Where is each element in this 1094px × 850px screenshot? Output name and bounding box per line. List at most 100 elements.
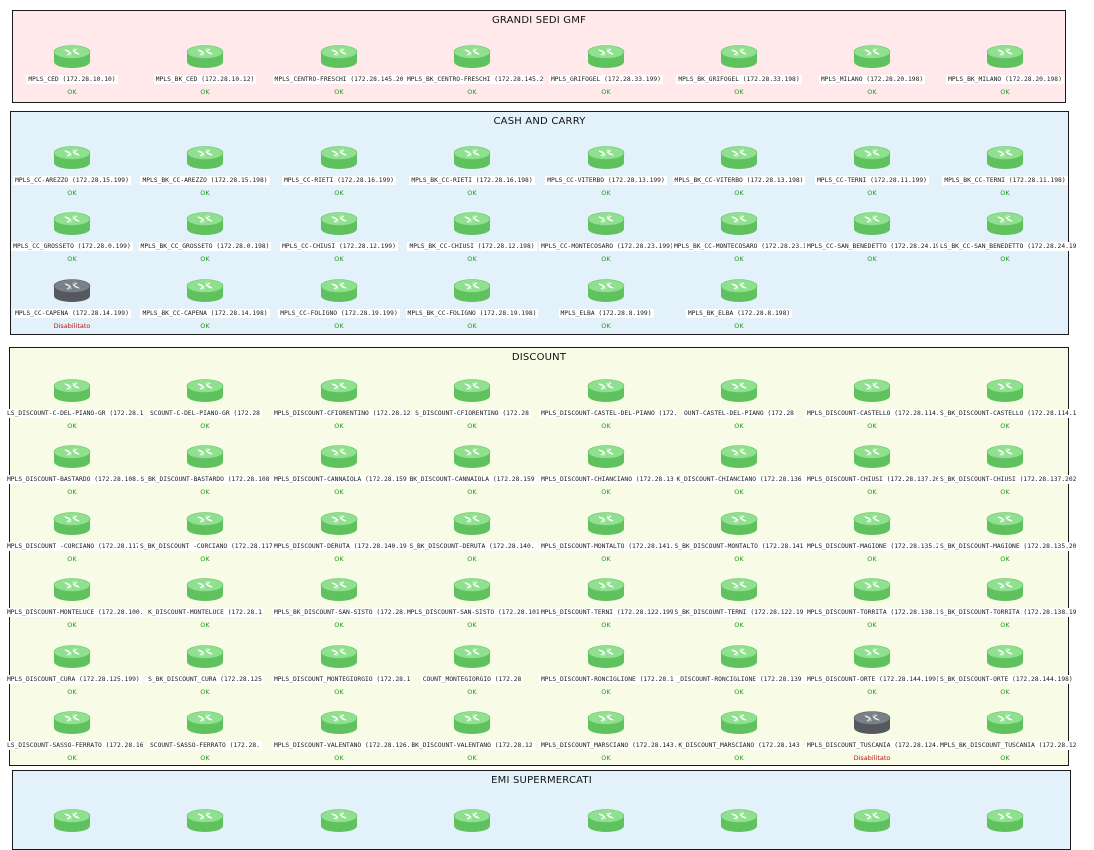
router-icon[interactable] [985, 210, 1025, 236]
router-icon[interactable] [586, 709, 626, 735]
router-node[interactable]: MPLS_BK_CC-FOLIGNO (172.28.19.198)OK [405, 277, 539, 330]
router-icon[interactable] [185, 709, 225, 735]
router-node[interactable]: MPLS_BK_CC_GROSSETO (172.28.0.198)OK [138, 210, 272, 263]
router-node[interactable]: MPLS_MILANO (172.28.20.198)OK [805, 43, 939, 96]
router-icon[interactable] [719, 807, 759, 833]
router-node[interactable]: MPLS_DISCOUNT-MONTALTO (172.28.141.199)O… [539, 510, 677, 563]
router-node[interactable]: MPLS_BK_CC-CHIUSI (172.28.12.198)OK [405, 210, 539, 263]
router-node[interactable]: MPLS_CC_GROSSETO (172.28.0.199)OK [5, 210, 139, 263]
router-icon[interactable] [319, 443, 359, 469]
router-icon[interactable] [719, 43, 759, 69]
router-node[interactable]: MPLS_DISCOUNT-TERNI (172.28.122.199)OK [539, 576, 677, 629]
router-icon[interactable] [452, 443, 492, 469]
router-node[interactable]: MPLS_DISCOUNT_MARSCIANO (172.28.143.199)… [539, 709, 677, 762]
router-node[interactable]: MPLS_DISCOUNT_MONTEGIORGIO (172.28.106.1… [272, 643, 410, 696]
router-node[interactable]: S_BK_DISCOUNT-CASTELLO (172.28.114.198)O… [938, 377, 1076, 430]
router-node[interactable]: MPLS_DISCOUNT-ORTE (172.28.144.199)OK [805, 643, 942, 696]
router-node[interactable]: MPLS_BK_CENTRO-FRESCHI (172.28.145.202)O… [405, 43, 543, 96]
router-node[interactable] [5, 807, 139, 833]
router-node[interactable]: MPLS_BK_CC-VITERBO (172.28.13.198)OK [672, 144, 806, 197]
router-icon[interactable] [185, 377, 225, 403]
router-icon[interactable] [719, 709, 759, 735]
router-icon[interactable] [452, 377, 492, 403]
router-icon[interactable] [319, 510, 359, 536]
router-icon[interactable] [52, 510, 92, 536]
router-icon[interactable] [586, 576, 626, 602]
router-icon[interactable] [985, 144, 1025, 170]
router-icon[interactable] [452, 576, 492, 602]
router-node[interactable]: S_BK_DISCOUNT-CHIUSI (172.28.137.202)OK [938, 443, 1076, 496]
router-icon[interactable] [586, 210, 626, 236]
router-icon[interactable] [452, 144, 492, 170]
router-node[interactable]: S_BK_DISCOUNT -CORCIANO (172.28.117.OK [138, 510, 276, 563]
router-node[interactable]: MPLS_BK_CC-CAPENA (172.28.14.198)OK [138, 277, 272, 330]
router-icon[interactable] [852, 144, 892, 170]
router-icon[interactable] [52, 210, 92, 236]
router-node[interactable]: MPLS_BK_CED (172.28.10.12)OK [138, 43, 272, 96]
router-icon[interactable] [452, 510, 492, 536]
router-node[interactable]: S_BK_DISCOUNT-ORTE (172.28.144.198)OK [938, 643, 1075, 696]
router-node[interactable]: MPLS_CC-CAPENA (172.28.14.199)Disabilita… [5, 277, 139, 330]
router-node[interactable]: MPLS_DISCOUNT-BASTARDO (172.28.108.199)O… [5, 443, 143, 496]
router-node[interactable]: MPLS_ELBA (172.28.8.199)OK [539, 277, 673, 330]
router-icon[interactable] [185, 576, 225, 602]
router-icon[interactable] [852, 709, 892, 735]
router-icon[interactable] [719, 377, 759, 403]
router-icon[interactable] [852, 807, 892, 833]
router-icon[interactable] [452, 277, 492, 303]
router-icon[interactable] [319, 576, 359, 602]
router-icon[interactable] [852, 210, 892, 236]
router-node[interactable] [938, 807, 1072, 833]
router-icon[interactable] [852, 43, 892, 69]
router-node[interactable]: MPLS_CC-FOLIGNO (172.28.19.199)OK [272, 277, 406, 330]
router-icon[interactable] [586, 643, 626, 669]
router-node[interactable]: SCOUNT-SASSO-FERRATO (172.28.OK [138, 709, 272, 762]
router-icon[interactable] [852, 443, 892, 469]
router-node[interactable]: S_BK_DISCOUNT-DERUTA (172.28.140.OK [405, 510, 539, 563]
router-node[interactable]: MPLS_DISCOUNT_TUSCANIA (172.28.124.Disab… [805, 709, 942, 762]
router-icon[interactable] [185, 807, 225, 833]
router-icon[interactable] [852, 510, 892, 536]
router-icon[interactable] [185, 144, 225, 170]
router-icon[interactable] [985, 643, 1025, 669]
router-node[interactable]: MPLS_DISCOUNT-RONCIGLIONE (172.28.139.19… [539, 643, 677, 696]
router-icon[interactable] [319, 643, 359, 669]
router-node[interactable]: MPLS_DISCOUNT-MAGIONE (172.28.135.200)OK [805, 510, 943, 563]
router-node[interactable]: MPLS_DISCOUNT-SAN-SISTO (172.28.101.199)… [405, 576, 543, 629]
router-node[interactable]: MPLS_DISCOUNT -CORCIANO (172.28.117.199)… [5, 510, 143, 563]
router-icon[interactable] [586, 807, 626, 833]
router-icon[interactable] [719, 277, 759, 303]
router-icon[interactable] [586, 144, 626, 170]
router-node[interactable]: MPLS_GRIFOGEL (172.28.33.199)OK [539, 43, 673, 96]
router-node[interactable]: MPLS_DISCOUNT-CASTEL-DEL-PIANO (172.28.1… [539, 377, 677, 430]
router-node[interactable]: MPLS_BK_GRIFOGEL (172.28.33.198)OK [672, 43, 806, 96]
router-node[interactable]: MPLS_CC-RIETI (172.28.16.199)OK [272, 144, 406, 197]
router-node[interactable]: MPLS_CC-CHIUSI (172.28.12.199)OK [272, 210, 406, 263]
router-icon[interactable] [52, 43, 92, 69]
router-node[interactable]: MPLS_BK_MILANO (172.28.20.198)OK [938, 43, 1072, 96]
router-icon[interactable] [452, 210, 492, 236]
router-node[interactable]: S_BK_DISCOUNT-TORRITA (172.28.138.198)OK [938, 576, 1076, 629]
router-icon[interactable] [319, 807, 359, 833]
router-node[interactable]: S_BK_DISCOUNT-MAGIONE (172.28.135.200)OK [938, 510, 1076, 563]
router-icon[interactable] [985, 709, 1025, 735]
router-node[interactable]: MPLS_CC-AREZZO (172.28.15.199)OK [5, 144, 139, 197]
router-icon[interactable] [586, 510, 626, 536]
router-node[interactable] [272, 807, 406, 833]
router-icon[interactable] [586, 277, 626, 303]
router-node[interactable] [672, 807, 806, 833]
router-node[interactable]: LS_DISCOUNT-SASSO-FERRATO (172.28.161.19… [5, 709, 143, 762]
router-node[interactable]: MPLS_DISCOUNT-CHIANCIANO (172.28.136.199… [539, 443, 677, 496]
router-icon[interactable] [185, 643, 225, 669]
router-icon[interactable] [719, 510, 759, 536]
router-icon[interactable] [319, 43, 359, 69]
